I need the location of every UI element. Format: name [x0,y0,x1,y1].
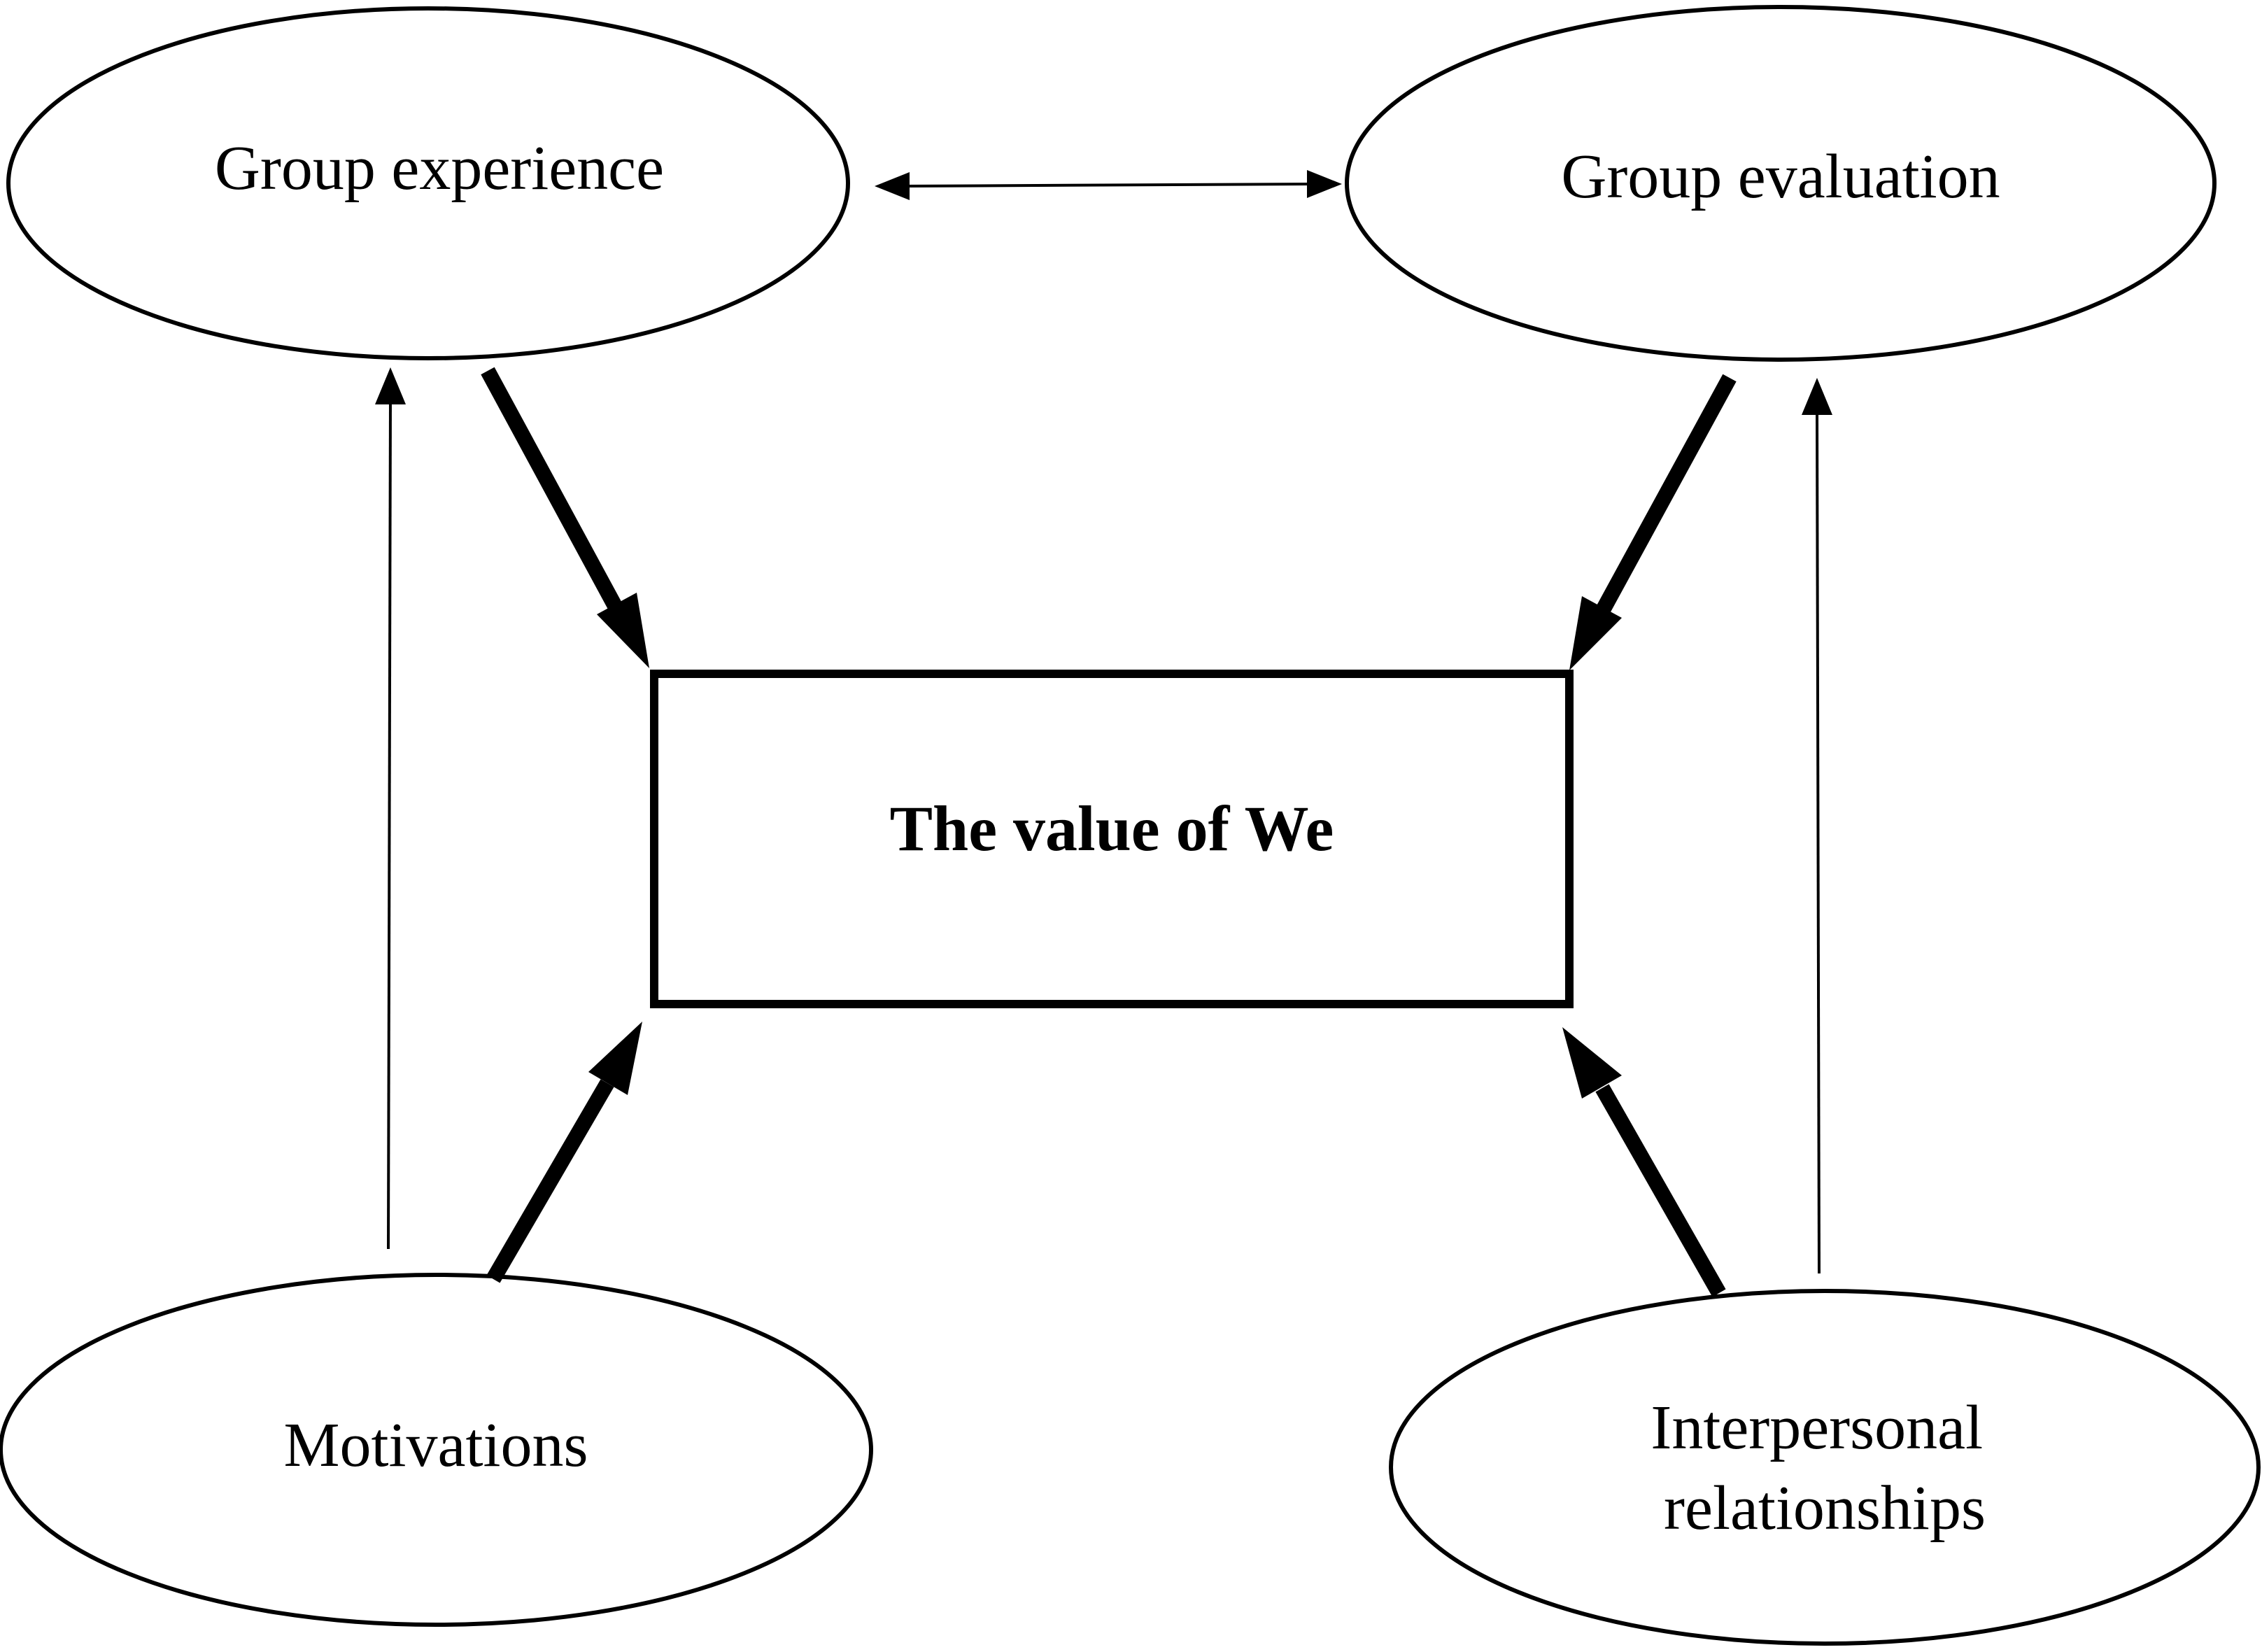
center-box-shape [650,670,1574,1008]
arrow-experience-evaluation-head-left [875,172,910,200]
node-interpersonal-relationships-line-2: relationships [1664,1474,1986,1543]
arrow-interpersonal-to-evaluation-shaft [1816,409,1821,1274]
node-interpersonal-relationships-shape [1389,1289,2261,1646]
node-group-evaluation-label: Group evaluation [1561,142,2000,211]
node-group-experience: Group experience [6,6,850,360]
arrow-interpersonal-to-center [1562,1027,1726,1297]
arrow-experience-to-center-shaft [481,367,623,612]
center-box-label: The value of We [890,793,1334,864]
node-motivations: Motivations [0,1273,873,1627]
node-interpersonal-relationships-line-1: Interpersonal [1650,1393,1983,1462]
arrow-motivations-to-center-shaft [486,1079,614,1283]
arrow-experience-to-center [481,367,649,668]
node-motivations-label: Motivations [283,1411,588,1480]
arrow-motivations-to-center-head [588,1022,642,1095]
center-box: The value of We [650,670,1574,1008]
arrow-motivations-to-experience-head [375,367,406,404]
arrow-motivations-to-experience-shaft [387,398,392,1250]
arrow-interpersonal-to-evaluation-head [1802,378,1832,415]
node-interpersonal-relationships-label: Interpersonal relationships [1650,1393,1998,1543]
arrow-interpersonal-to-center-head [1562,1027,1622,1099]
arrow-interpersonal-to-center-shaft [1595,1084,1726,1297]
arrow-motivations-to-center [486,1022,642,1283]
node-motivations-shape [0,1273,873,1627]
arrow-motivations-to-experience [375,367,406,1250]
arrow-evaluation-to-center [1569,374,1737,670]
node-group-experience-label: Group experience [215,134,664,203]
node-group-evaluation-shape [1345,5,2217,362]
arrow-evaluation-to-center-shaft [1597,374,1737,613]
arrow-experience-evaluation-head-right [1307,170,1342,198]
arrow-experience-evaluation-shaft [902,183,1313,188]
node-group-evaluation: Group evaluation [1345,5,2217,362]
node-group-experience-shape [6,6,850,360]
arrow-evaluation-to-center-head [1569,596,1622,670]
arrow-interpersonal-to-evaluation [1802,378,1832,1274]
arrow-experience-evaluation [875,170,1342,200]
node-interpersonal-relationships: Interpersonal relationships [1389,1289,2261,1646]
arrow-experience-to-center-head [597,593,649,668]
